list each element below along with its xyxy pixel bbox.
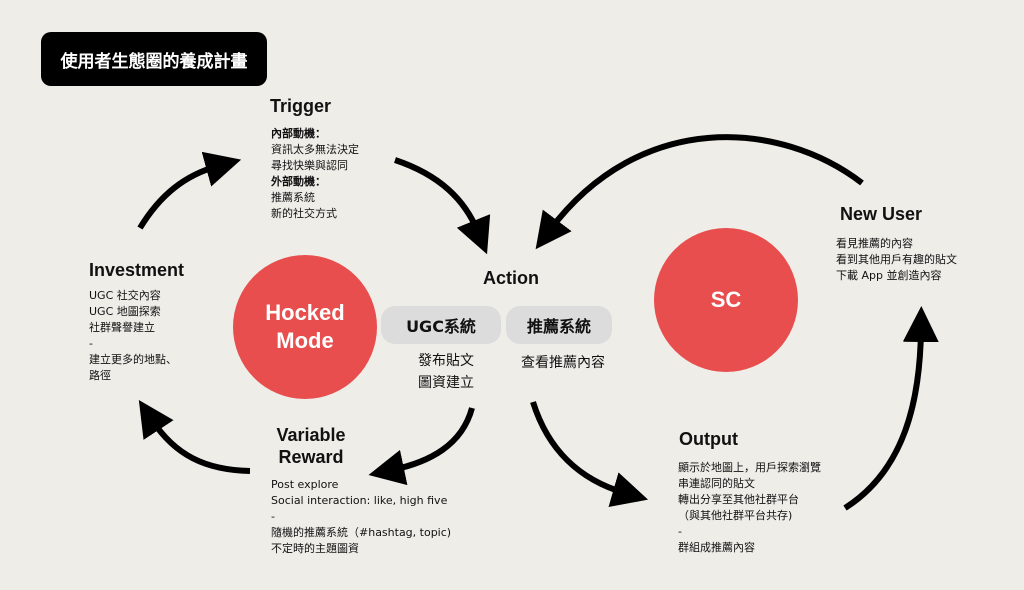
new-user-line: 下載 App 並創造內容 — [836, 269, 942, 282]
page-title: 使用者生態圈的養成計畫 — [41, 32, 267, 86]
variable-reward-line: - — [271, 510, 275, 523]
output-line: 群組成推薦內容 — [678, 541, 755, 554]
sc-circle: SC — [654, 228, 798, 372]
variable-reward-heading-line1: Variable — [276, 425, 346, 445]
investment-heading: Investment — [89, 260, 185, 280]
variable-reward-heading-line2: Reward — [278, 447, 344, 467]
variable-reward-heading: Variable Reward — [266, 424, 356, 468]
rec-system-text: 查看推薦內容 — [508, 352, 618, 374]
arrow-output-to-newuser — [843, 306, 939, 511]
investment-line: 路徑 — [89, 369, 111, 382]
hooked-label-line1: Hocked — [265, 300, 345, 325]
sc-label: SC — [710, 287, 742, 312]
output-line: - — [678, 525, 682, 538]
ugc-line: 發布貼文 — [418, 353, 474, 369]
ugc-system-pill: UGC系統 — [381, 306, 501, 344]
arrow-action-to-reward — [368, 407, 475, 486]
arrow-action-to-output — [530, 401, 649, 507]
arrow-reward-to-investment — [138, 399, 251, 474]
trigger-line: 尋找快樂與認同 — [271, 159, 348, 172]
output-line: （與其他社群平台共存) — [678, 509, 793, 522]
investment-line: 社群聲譽建立 — [89, 321, 155, 334]
output-line: 顯示於地圖上，用戶探索瀏覽 — [678, 461, 821, 474]
output-heading: Output — [679, 429, 738, 449]
trigger-line: 推薦系統 — [271, 191, 315, 204]
variable-reward-line: Post explore — [271, 478, 339, 491]
ugc-system-text: 發布貼文 圖資建立 — [396, 350, 496, 394]
arrow-newuser-to-action — [535, 134, 864, 250]
investment-text: UGC 社交內容 UGC 地圖探索 社群聲譽建立 - 建立更多的地點、 路徑 — [89, 288, 177, 384]
hooked-mode-circle: Hocked Mode — [233, 255, 377, 399]
variable-reward-line: 不定時的主題圖資 — [271, 542, 359, 555]
hooked-label-line2: Mode — [276, 328, 334, 353]
new-user-heading: New User — [840, 204, 923, 224]
investment-line: - — [89, 337, 93, 350]
ugc-line: 圖資建立 — [418, 375, 474, 391]
investment-line: UGC 社交內容 — [89, 289, 161, 302]
trigger-line: 新的社交方式 — [271, 207, 337, 220]
new-user-text: 看見推薦的內容 看到其他用戶有趣的貼文 下載 App 並創造內容 — [836, 236, 957, 284]
new-user-line: 看見推薦的內容 — [836, 237, 913, 250]
recommendation-system-pill: 推薦系統 — [506, 306, 612, 344]
variable-reward-line: 隨機的推薦系統（#hashtag, topic) — [271, 526, 452, 539]
investment-line: UGC 地圖探索 — [89, 305, 161, 318]
trigger-text: 內部動機： 資訊太多無法決定 尋找快樂與認同 外部動機： 推薦系統 新的社交方式 — [271, 126, 359, 222]
trigger-line: 內部動機： — [271, 127, 326, 140]
rec-line: 查看推薦內容 — [521, 355, 605, 371]
variable-reward-text: Post explore Social interaction: like, h… — [271, 477, 451, 557]
output-text: 顯示於地圖上，用戶探索瀏覽 串連認同的貼文 轉出分享至其他社群平台 （與其他社群… — [678, 460, 821, 556]
trigger-line: 資訊太多無法決定 — [271, 143, 359, 156]
new-user-line: 看到其他用戶有趣的貼文 — [836, 253, 957, 266]
output-line: 轉出分享至其他社群平台 — [678, 493, 799, 506]
arrow-investment-to-trigger — [137, 151, 242, 230]
variable-reward-line: Social interaction: like, high five — [271, 494, 448, 507]
investment-line: 建立更多的地點、 — [89, 353, 177, 366]
trigger-heading: Trigger — [270, 96, 332, 116]
output-line: 串連認同的貼文 — [678, 477, 755, 490]
action-heading: Action — [483, 268, 539, 288]
trigger-line: 外部動機： — [271, 175, 326, 188]
arrow-trigger-to-action — [394, 157, 491, 255]
